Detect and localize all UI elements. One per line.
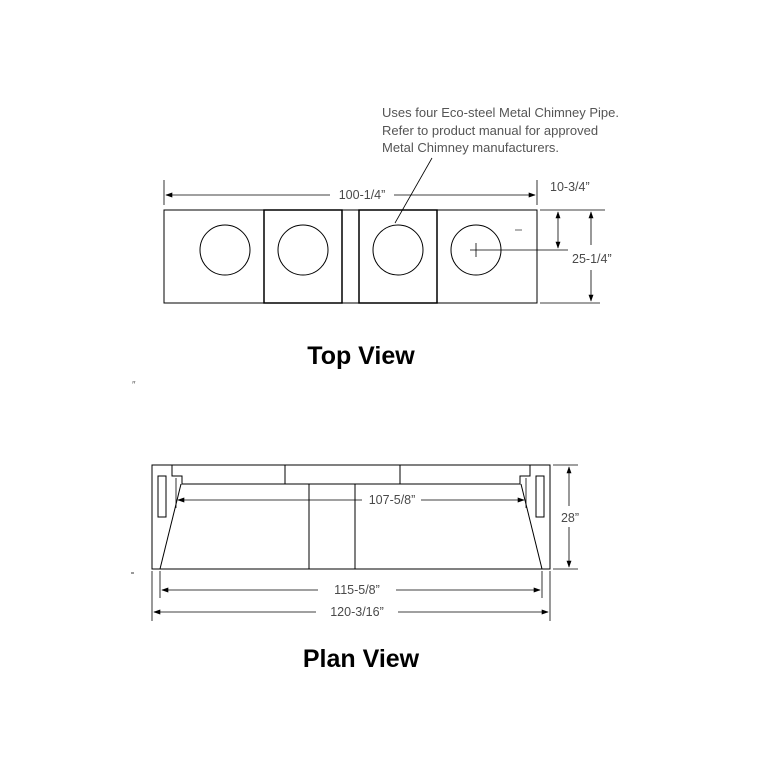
- chimney-pipe-circle-3: [372, 224, 424, 276]
- offset-dimension-label: 10-3/4”: [550, 180, 590, 194]
- pipe-note-line-1: Uses four Eco-steel Metal Chimney Pipe.: [382, 105, 619, 120]
- base-dimension-label: 115-5/8”: [334, 583, 380, 597]
- width-dimension-label: 100-1/4”: [339, 188, 386, 202]
- inner-dimension-label: 107-5/8”: [369, 493, 416, 507]
- top-view-title: Top View: [307, 342, 415, 370]
- chimney-pipe-circle-1: [199, 224, 251, 276]
- overall-dimension-label: 120-3/16”: [330, 605, 384, 619]
- plan-outer-frame: [151, 464, 551, 570]
- plan-center-post: [308, 483, 356, 570]
- depth-dimension-label: 25-1/4”: [572, 252, 612, 266]
- pipe-box-2: [263, 209, 343, 304]
- pipe-box-3: [358, 209, 438, 304]
- top-view-drawing: Uses four Eco-steel Metal Chimney Pipe. …: [163, 105, 619, 370]
- pipe-note-line-3: Metal Chimney manufacturers.: [382, 140, 559, 155]
- left-side-vent: [157, 475, 167, 518]
- note-leader-line: [394, 157, 433, 224]
- chimney-pipe-circle-2: [277, 224, 329, 276]
- plan-view-title: Plan View: [303, 645, 420, 673]
- height-dimension-label: 28”: [561, 511, 579, 525]
- pipe-note-line-2: Refer to product manual for approved: [382, 123, 598, 138]
- stray-mark: ″: [132, 380, 136, 391]
- left-angled-wall: [159, 483, 182, 570]
- plan-view-drawing: 107-5/8” 28” 115-5/8” 120-3/16” Plan Vie…: [151, 464, 579, 673]
- top-housing-outline: [163, 209, 538, 304]
- right-side-vent: [535, 475, 545, 518]
- plan-top-lintel: [171, 465, 531, 485]
- right-angled-wall: [520, 483, 543, 570]
